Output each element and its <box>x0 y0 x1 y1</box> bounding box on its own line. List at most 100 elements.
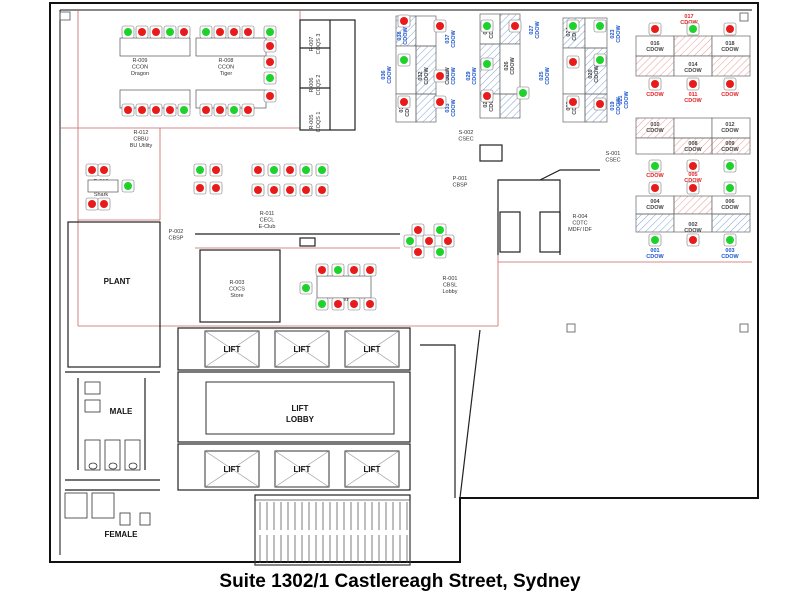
desk-team: CDOW <box>646 47 664 53</box>
available-seat <box>651 236 659 244</box>
available-seat <box>436 248 444 256</box>
available-seat <box>483 22 491 30</box>
occupied-seat <box>266 58 274 66</box>
room-label-r007-0: R-007 <box>309 37 315 52</box>
occupied-seat <box>651 80 659 88</box>
desk-number: 028 <box>483 98 489 107</box>
room-label-r004-0: R-004 <box>573 214 588 220</box>
occupied-seat <box>689 184 697 192</box>
desk-number: 014 <box>688 62 698 68</box>
occupied-seat <box>651 25 659 33</box>
lift-lobby-label-1: LIFT <box>292 404 309 413</box>
desk-team: CDOW <box>510 56 516 74</box>
desk-team: CDOW <box>721 47 739 53</box>
desk-number: 006 <box>725 199 734 205</box>
desk-number: 018 <box>725 41 734 47</box>
room-label-r005-0: R-005 <box>309 115 315 130</box>
available-seat <box>124 182 132 190</box>
room-label-r003-0: R-003 <box>230 280 245 286</box>
occupied-seat <box>350 266 358 274</box>
desk-team: CDOW <box>451 66 457 84</box>
occupied-seat <box>596 100 604 108</box>
occupied-seat <box>230 28 238 36</box>
desk-number: 032 <box>418 71 424 80</box>
room-label-r005-1: COQS 1 <box>316 112 322 133</box>
room-label-r004-2: MDF/ IDF <box>568 227 592 233</box>
desk-team: CDOW <box>721 205 739 211</box>
occupied-seat <box>166 106 174 114</box>
desk-team: CDOW <box>424 66 430 84</box>
room-label-r009-0: R-009 <box>133 58 148 64</box>
room-label-r010-2: Shark <box>94 192 109 198</box>
occupied-seat <box>318 186 326 194</box>
occupied-seat <box>270 186 278 194</box>
occupied-seat <box>88 200 96 208</box>
occupied-seat <box>244 28 252 36</box>
occupied-seat <box>511 22 519 30</box>
available-seat <box>266 28 274 36</box>
desk-team: CDOW <box>616 96 622 114</box>
lift-label: LIFT <box>294 345 311 354</box>
room-label-r008-1: CCON <box>218 65 234 71</box>
room-label-r003-1: COCS <box>229 287 245 293</box>
room-label-r011-0: R-011 <box>260 211 275 217</box>
desk-number: 002 <box>688 222 697 228</box>
desk-number: 011 <box>689 92 698 98</box>
desk-team: CDOW <box>387 65 393 83</box>
occupied-seat <box>216 106 224 114</box>
available-seat <box>180 106 188 114</box>
available-seat <box>726 162 734 170</box>
desk-number: 012 <box>725 122 734 128</box>
occupied-seat <box>569 58 577 66</box>
female-label: FEMALE <box>105 530 139 539</box>
lift-car <box>274 330 330 368</box>
lift-lobby: LIFT LOBBY <box>205 381 395 435</box>
occupied-seat <box>286 166 294 174</box>
room-label-r012-0: R-012 <box>134 130 149 136</box>
available-seat <box>124 28 132 36</box>
occupied-seat <box>100 200 108 208</box>
desk-number: 008 <box>688 141 697 147</box>
available-seat <box>406 237 414 245</box>
desk-team: CDOW <box>445 66 451 84</box>
desk-team: CDOW <box>594 64 600 82</box>
lift-car <box>204 450 260 488</box>
toilets <box>64 381 151 526</box>
desk-block <box>711 55 751 77</box>
desk-team: CDOW <box>451 29 457 47</box>
room-label-r001-1: CBSL <box>443 283 457 289</box>
available-seat <box>400 56 408 64</box>
occupied-seat <box>483 92 491 100</box>
room-label-r009-1: CCON <box>132 65 148 71</box>
occupied-seat <box>436 72 444 80</box>
available-seat <box>302 166 310 174</box>
desk-number: 029 <box>466 71 472 80</box>
desk-number: 010 <box>650 122 659 128</box>
occupied-seat <box>254 186 262 194</box>
room-label-r002-2: Panther <box>335 297 354 303</box>
occupied-seat <box>414 248 422 256</box>
desk-team: CDOW <box>721 92 739 98</box>
occupied-seat <box>444 237 452 245</box>
room-label-s002-0: S-002 <box>459 130 474 136</box>
room-label-r008-2: Tiger <box>220 71 232 77</box>
available-seat <box>166 28 174 36</box>
available-seat <box>596 22 604 30</box>
desk-number: 038 <box>397 31 403 40</box>
desk-team: CDOW <box>472 66 478 84</box>
desk-team: CDOW <box>646 92 664 98</box>
stairs <box>254 499 411 566</box>
lift-lobby-label-2: LOBBY <box>286 415 315 424</box>
desk-block <box>635 213 675 233</box>
occupied-seat <box>689 236 697 244</box>
desk-number: 033 <box>445 103 451 112</box>
occupied-seat <box>244 106 252 114</box>
desk-number: 020 <box>588 69 594 78</box>
available-seat <box>334 266 342 274</box>
columns <box>59 11 749 333</box>
